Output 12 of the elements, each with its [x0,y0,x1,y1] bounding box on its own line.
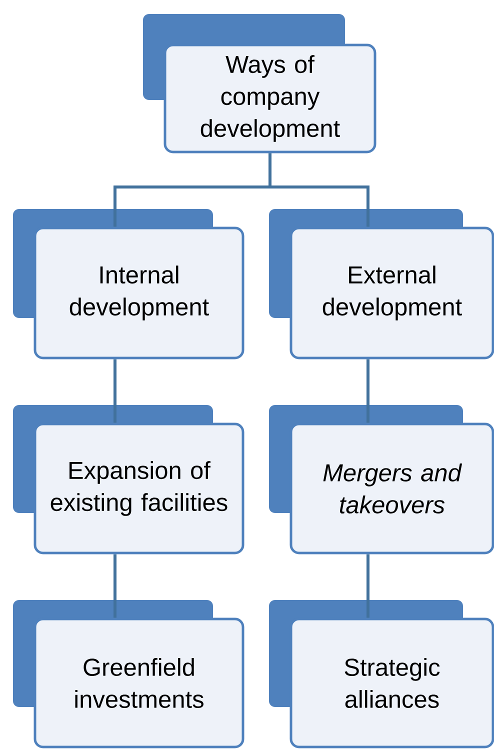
box: Internal development [13,209,244,360]
box: Greenfield investments [13,600,244,748]
connector [268,153,370,227]
connector [114,554,116,618]
box: Mergers and takeovers [269,405,494,554]
box: Ways of company development [143,14,376,154]
box: External development [269,209,494,360]
connector [114,359,116,423]
connector [366,359,370,423]
box: Strategic alliances [269,600,494,748]
box: Expansion of existing facilities [13,405,244,554]
connector [366,554,370,618]
